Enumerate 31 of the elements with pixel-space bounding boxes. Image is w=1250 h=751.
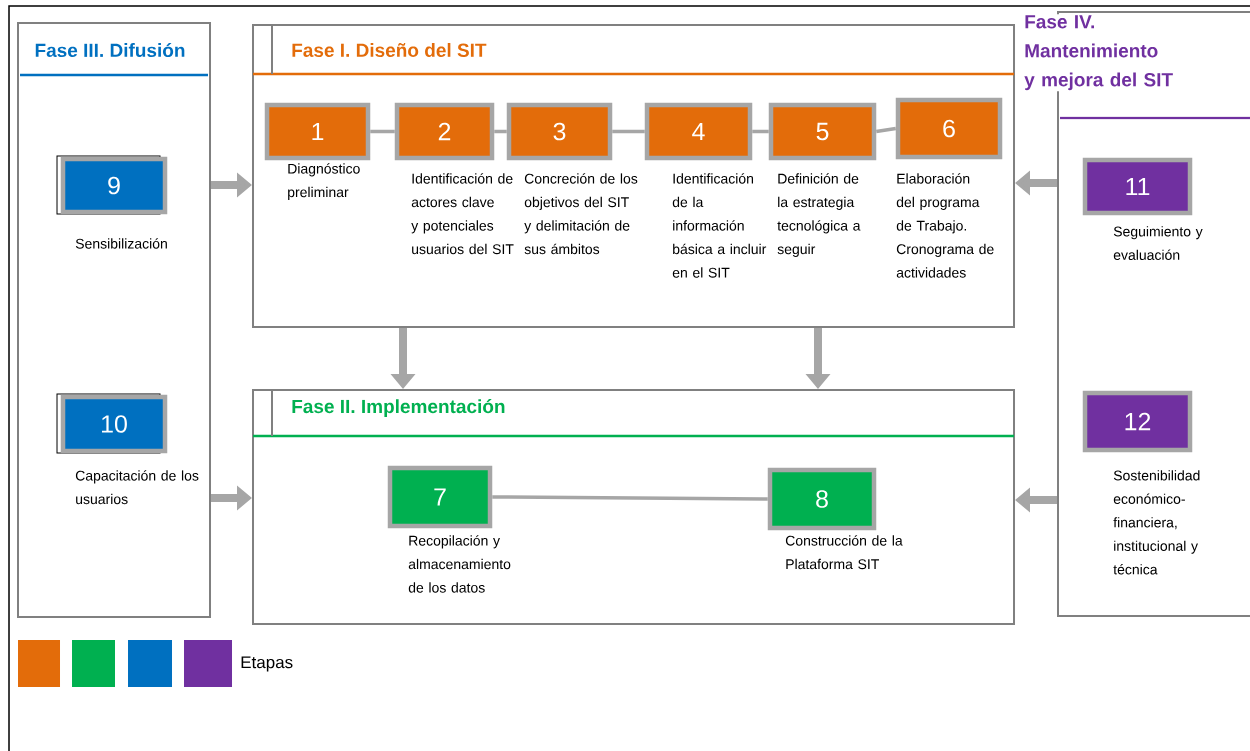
step-caption: Identificación de actores clave y potenciales usuarios del SIT	[411, 173, 514, 255]
step-box: 9	[56, 155, 168, 215]
connector-line	[492, 495, 768, 501]
step-caption: Definición de la estrategia tecnológica a seguir	[777, 173, 861, 257]
step-box: 4	[644, 102, 753, 161]
step-caption: Seguimiento y evaluación	[1113, 226, 1203, 260]
step-box: 2	[394, 102, 495, 161]
caption-text: Etapas	[241, 656, 293, 672]
step-caption: Sostenibilidad económico-financiera, institucional y técnica	[1113, 470, 1200, 575]
step-box: 1	[264, 102, 371, 161]
step-box: 11	[1082, 157, 1193, 216]
connector-line	[370, 129, 395, 134]
step-caption: Capacitación de los usuarios	[75, 470, 199, 505]
step-box: 5	[768, 102, 877, 161]
step-box: 10	[56, 393, 168, 454]
connector-line	[752, 129, 769, 134]
step-caption: Recopilación y almacenamiento de los datos	[408, 535, 511, 593]
step-caption: Identificación de la información básica a incluir en el SIT	[672, 173, 767, 278]
step-box: 8	[767, 467, 877, 531]
step-caption: Diagnóstico preliminar	[288, 163, 360, 200]
connector-line	[612, 129, 645, 134]
connector-line	[494, 129, 507, 134]
step-caption: Elaboración del programa de Trabajo. Cronograma de actividades	[896, 173, 994, 278]
step-caption: Construcción de la Plataforma SIT	[785, 535, 903, 570]
step-box: 3	[506, 102, 613, 161]
step-box: 7	[387, 465, 493, 529]
step-box: 6	[895, 97, 1003, 160]
connector-line	[876, 126, 897, 134]
step-caption: Sensibilización	[75, 238, 167, 249]
step-box: 12	[1082, 390, 1193, 453]
step-caption: Concreción de los objetivos del SIT y delimitación de sus ámbitos	[524, 173, 638, 255]
